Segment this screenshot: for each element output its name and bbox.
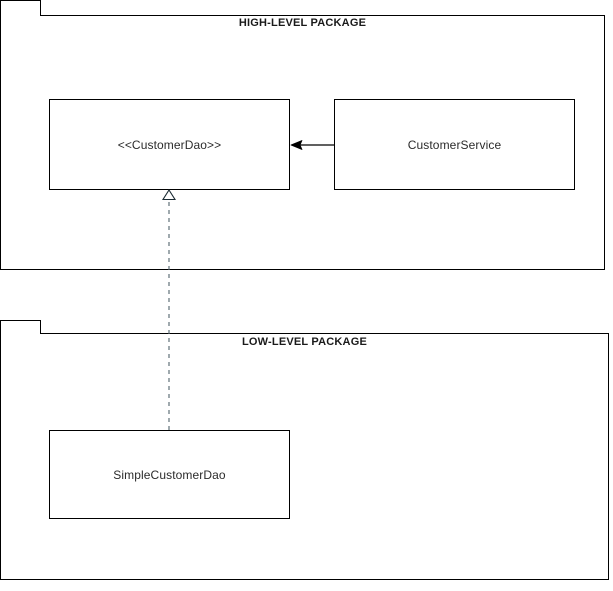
class-box-customer-service[interactable]: CustomerService bbox=[334, 99, 575, 190]
package-high-level-tab bbox=[0, 0, 41, 16]
class-label-customer-dao: <<CustomerDao>> bbox=[117, 137, 222, 152]
package-low-level-title: LOW-LEVEL PACKAGE bbox=[242, 336, 367, 348]
package-low-level-tab bbox=[0, 320, 41, 334]
class-box-simple-customer-dao[interactable]: SimpleCustomerDao bbox=[49, 430, 290, 519]
class-label-simple-customer-dao: SimpleCustomerDao bbox=[113, 467, 226, 482]
class-label-customer-service: CustomerService bbox=[407, 137, 502, 152]
package-high-level-title: HIGH-LEVEL PACKAGE bbox=[238, 17, 367, 29]
class-box-customer-dao[interactable]: <<CustomerDao>> bbox=[49, 99, 290, 190]
